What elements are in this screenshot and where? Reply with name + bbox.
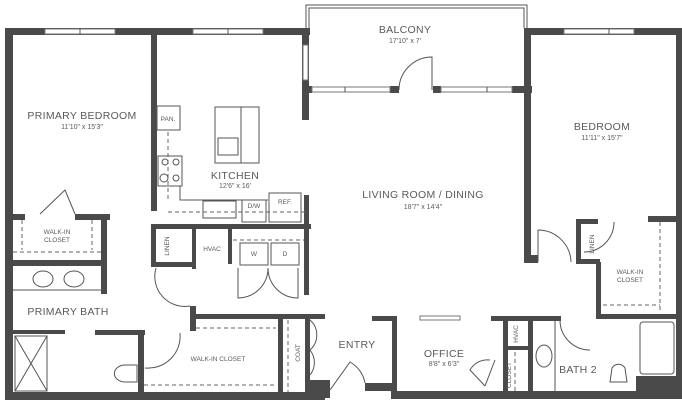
living-dining-label: LIVING ROOM / DINING — [362, 189, 484, 201]
refrigerator-label: REF. — [278, 199, 292, 206]
balcony-dims: 17'10" x 7' — [389, 38, 421, 45]
hvac-left-label: HVAC — [203, 246, 221, 253]
hvac-right-label: HVAC — [513, 325, 520, 343]
kitchen-dims: 12'6" x 16' — [219, 183, 251, 190]
walkin-right-label-1: WALK-IN — [617, 269, 644, 276]
walkin-bottom-label: WALK-IN CLOSET — [191, 356, 246, 363]
windows — [44, 28, 635, 321]
kitchen-label: KITCHEN — [211, 170, 259, 182]
office-closet-label: CLOSET — [506, 362, 513, 388]
bath2-label: BATH 2 — [559, 364, 597, 376]
balcony-label: BALCONY — [379, 24, 431, 36]
pantry-label: PAN. — [161, 116, 176, 123]
balcony-railing — [305, 4, 528, 30]
primary-bedroom-dims: 11'10" x 15'3" — [61, 124, 103, 131]
coat-label: COAT — [295, 344, 302, 362]
primary-bedroom-label: PRIMARY BEDROOM — [27, 110, 136, 122]
primary-bath-label: PRIMARY BATH — [27, 306, 108, 318]
bedroom-label: BEDROOM — [574, 121, 630, 133]
dishwasher-label: D/W — [248, 203, 262, 210]
fixtures — [13, 105, 675, 392]
office-dims: 8'8" x 6'3" — [429, 361, 460, 368]
walkin-right-label-2: CLOSET — [617, 277, 643, 284]
living-dining-dims: 18'7" x 14'4" — [404, 204, 443, 211]
walkin-left-label-1: WALK-IN — [44, 229, 71, 236]
linen-left-label: LINEN — [164, 236, 171, 255]
doors — [39, 56, 615, 391]
bedroom-dims: 11'11" x 15'7" — [581, 135, 623, 142]
office-label: OFFICE — [424, 348, 464, 360]
washer-label: W — [251, 251, 258, 258]
dryer-label: D — [283, 251, 288, 258]
walkin-left-label-2: CLOSET — [44, 237, 70, 244]
entry-label: ENTRY — [339, 339, 376, 351]
linen-right-label: LINEN — [589, 234, 596, 253]
